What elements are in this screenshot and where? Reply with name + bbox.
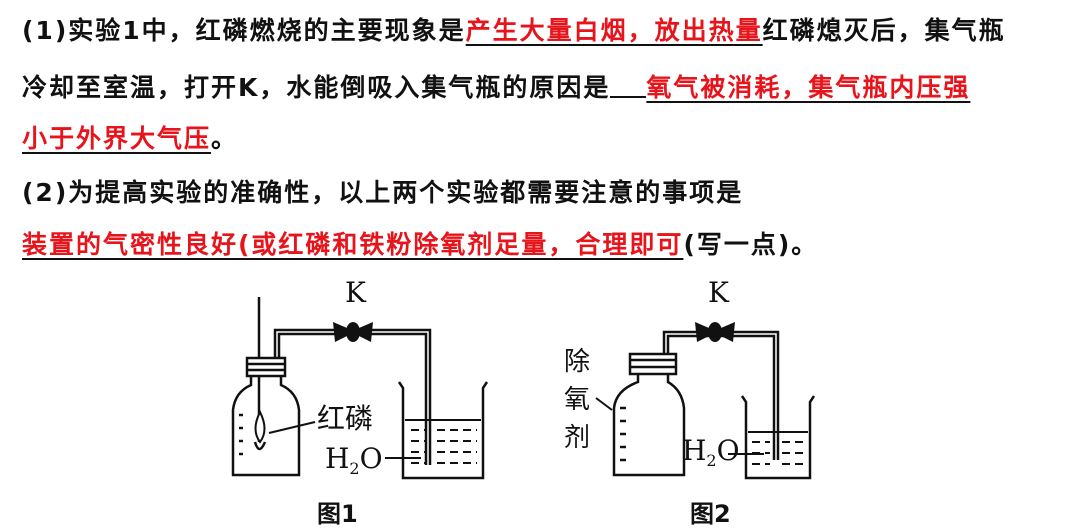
q1-text-3: 冷却至室温，打开K，水能倒吸入集气瓶的原因是 bbox=[22, 73, 611, 102]
rubber-stopper bbox=[628, 352, 678, 376]
combustion-spoon bbox=[253, 441, 267, 451]
q1-text-1: 实验1中，红磷燃烧的主要现象是 bbox=[68, 16, 466, 45]
clamp-valve-k bbox=[695, 322, 735, 342]
rubber-stopper bbox=[245, 356, 287, 378]
figure-1-caption: 图1 bbox=[317, 500, 358, 528]
q2-number: (2) bbox=[22, 178, 69, 207]
q1-text-2: 红磷熄灭后，集气瓶 bbox=[762, 16, 1006, 45]
beaker bbox=[397, 381, 489, 480]
q1-answer-2-part-1: 氧气被消耗，集气瓶内压强 bbox=[646, 73, 971, 102]
valve-k-label: K bbox=[708, 276, 730, 309]
water-formula-label: H2O bbox=[682, 434, 740, 470]
valve-k-label: K bbox=[345, 276, 367, 309]
q1-answer-2-part-2: 小于外界大气压 bbox=[22, 124, 212, 153]
figure-1-apparatus: K 红磷 H2O bbox=[231, 276, 489, 480]
q1-answer-1: 产生大量白烟，放出热量 bbox=[465, 16, 763, 45]
answer-blank bbox=[610, 70, 647, 98]
q2-line-1: (2)为提高实验的准确性，以上两个实验都需要注意的事项是 bbox=[22, 176, 743, 210]
q2-answer: 装置的气密性良好(或红磷和铁粉除氧剂足量，合理即可 bbox=[22, 230, 684, 259]
oxygen-absorber-label-1: 除 bbox=[564, 347, 590, 377]
q1-line-3: 小于外界大气压。 bbox=[22, 122, 238, 156]
oxygen-absorber-label-2: 氧 bbox=[564, 385, 590, 415]
oxygen-absorber-label-3: 剂 bbox=[564, 423, 590, 453]
gas-bottle bbox=[612, 374, 686, 477]
q2-line-2: 装置的气密性良好(或红磷和铁粉除氧剂足量，合理即可(写一点)。 bbox=[22, 228, 818, 262]
red-phosphorus-label: 红磷 bbox=[317, 402, 373, 435]
water-in-beaker bbox=[405, 419, 481, 464]
q2-text-2: (写一点)。 bbox=[683, 230, 819, 259]
figure-2-caption: 图2 bbox=[690, 500, 731, 528]
beaker bbox=[740, 395, 816, 480]
q1-line-1: (1)实验1中，红磷燃烧的主要现象是产生大量白烟，放出热量红磷熄灭后，集气瓶 bbox=[22, 14, 1006, 48]
water-formula-label: H2O bbox=[325, 442, 383, 478]
gas-bottle bbox=[231, 376, 301, 477]
flame-icon bbox=[254, 409, 266, 444]
clamp-valve-k bbox=[333, 322, 373, 342]
q1-line-2: 冷却至室温，打开K，水能倒吸入集气瓶的原因是 氧气被消耗，集气瓶内压强 bbox=[22, 70, 970, 105]
figure-2-apparatus: K 除 氧 剂 H2O bbox=[564, 276, 816, 480]
q2-text-1: 为提高实验的准确性，以上两个实验都需要注意的事项是 bbox=[68, 178, 744, 207]
water-in-beaker bbox=[748, 431, 808, 465]
q1-end-punct: 。 bbox=[211, 124, 239, 153]
q1-number: (1) bbox=[22, 16, 69, 45]
